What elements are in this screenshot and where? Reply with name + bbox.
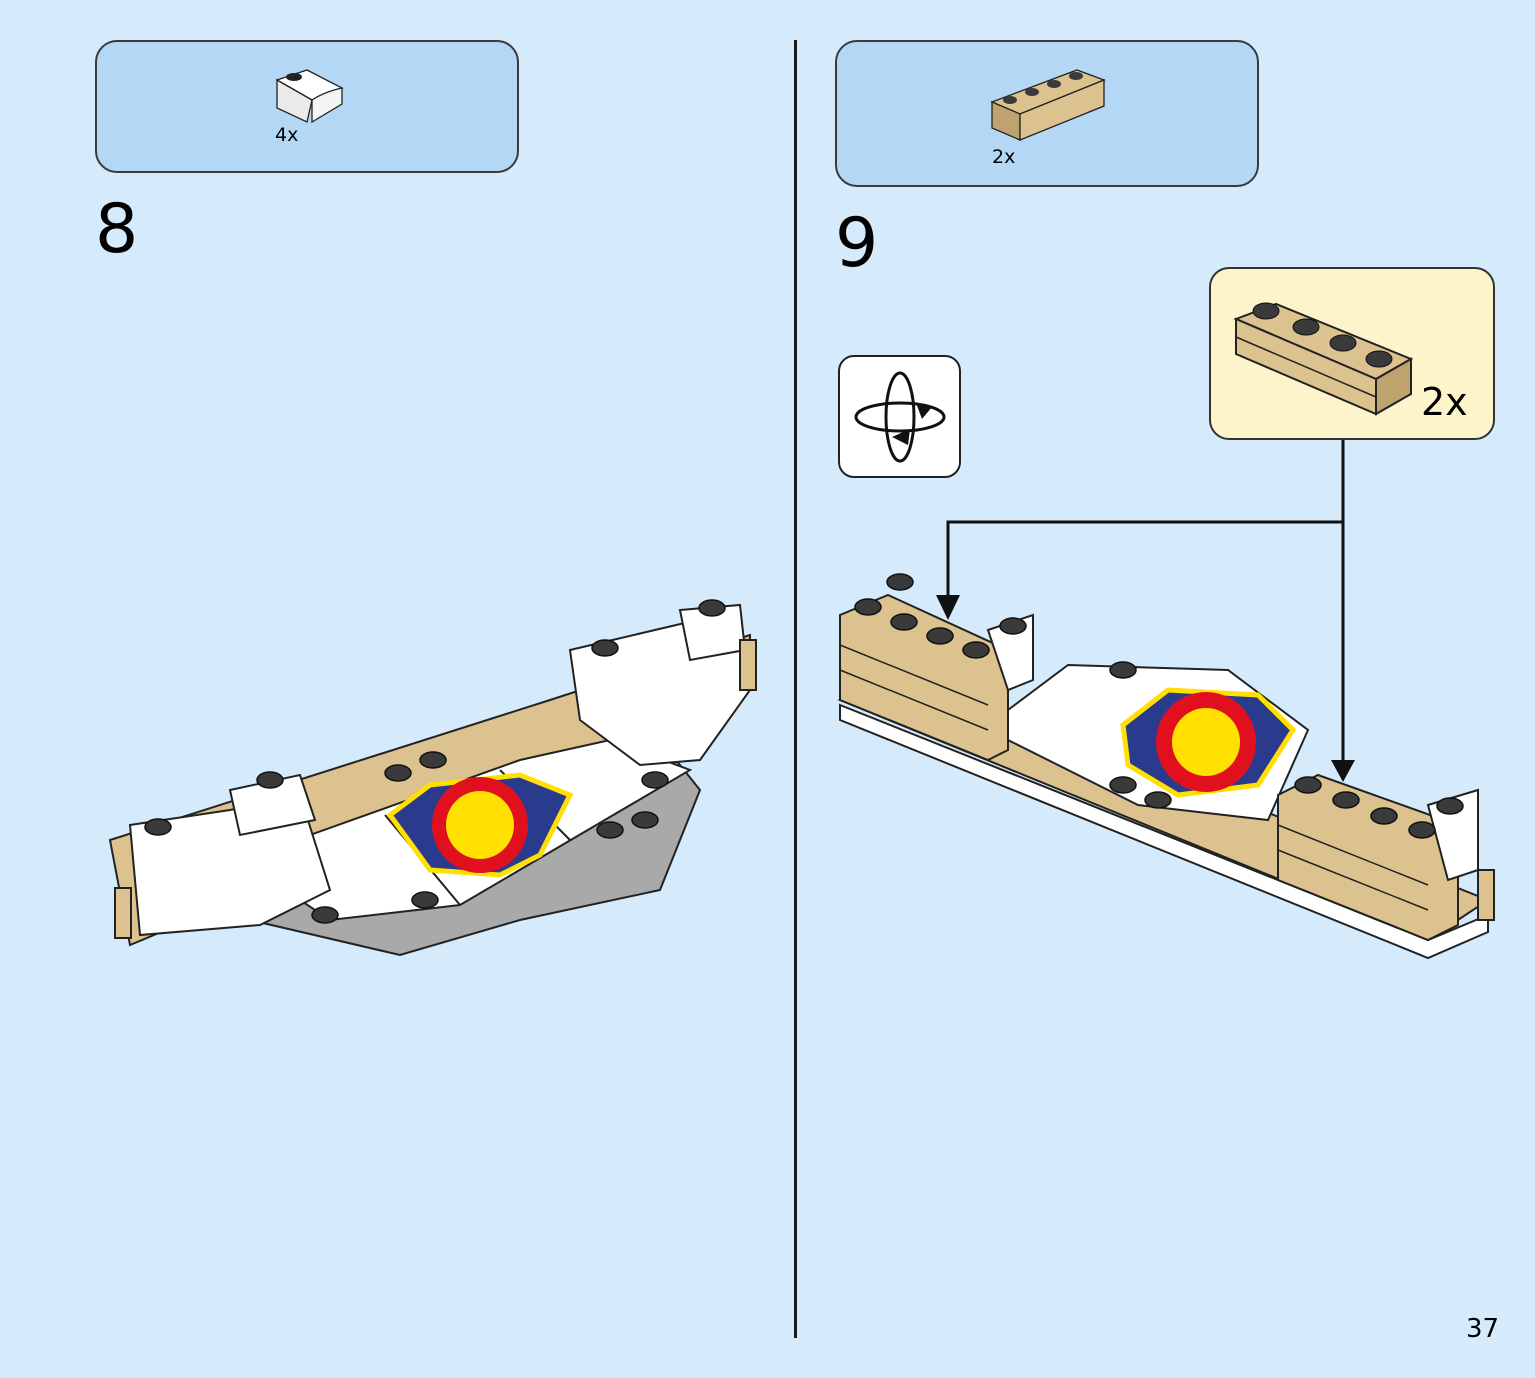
sub-assembly-callout — [1209, 267, 1495, 440]
part-quantity: 4x — [275, 124, 299, 146]
tan-masonry-wall-left — [839, 593, 1009, 762]
step-number-8: 8 — [95, 190, 139, 269]
tan-masonry-brick-part-icon — [990, 69, 1106, 141]
white-curved-slope-part-icon — [275, 69, 344, 124]
rotate-arrows-icon — [854, 371, 946, 463]
parts-list-step-9: 2x — [835, 40, 1259, 187]
page-number: 37 — [1466, 1314, 1500, 1344]
parts-list-step-8: 4x — [95, 40, 519, 173]
step-divider — [794, 40, 797, 1338]
white-curved-slope-left — [128, 793, 332, 937]
tan-masonry-brick-callout-icon — [1233, 302, 1414, 416]
tan-masonry-wall-right — [1277, 773, 1459, 942]
step-9-model-illustration — [837, 573, 1495, 960]
part-quantity: 2x — [992, 146, 1016, 168]
step-number-9: 9 — [835, 204, 879, 283]
rotate-model-indicator — [838, 355, 961, 478]
step-8-model-illustration — [108, 599, 757, 957]
callout-quantity: 2x — [1421, 380, 1468, 424]
